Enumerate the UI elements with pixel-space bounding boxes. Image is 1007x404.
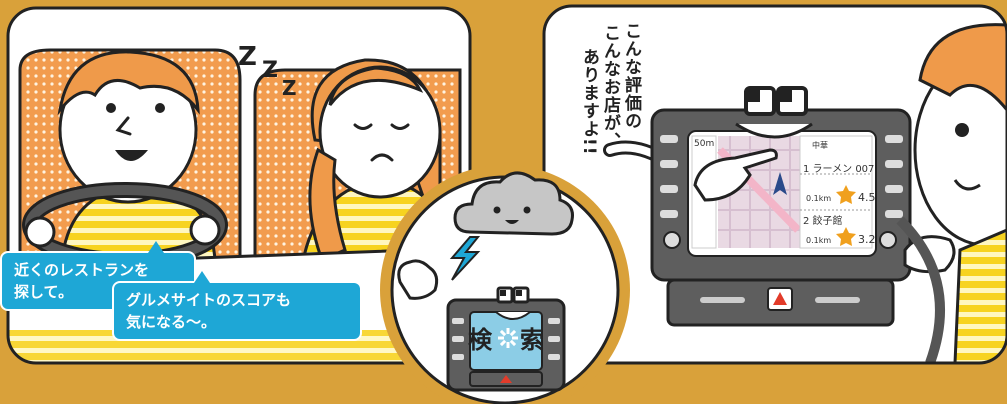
- passenger-speech-bubble: グルメサイトのスコアも 気になる～。: [114, 271, 360, 339]
- star-icon: [836, 227, 856, 246]
- robot-speech-col-1: こんな評価の: [621, 22, 641, 130]
- hazard-icon: [773, 292, 787, 305]
- passenger-speech-line-2: 気になる～。: [126, 313, 217, 331]
- star-icon: [836, 185, 856, 204]
- robot-speech-col-2: こんなお店が、: [600, 24, 620, 150]
- driver-character-closeup: [896, 23, 1007, 363]
- nav-item-2-distance: 0.1km: [806, 236, 832, 245]
- nav-list-header: 中華: [812, 141, 828, 150]
- passenger-speech-line-1: グルメサイトのスコアも: [126, 291, 292, 309]
- waving-hand: [397, 259, 439, 300]
- loading-spinner-icon: [498, 328, 518, 348]
- nav-item-2-score: 3.2: [858, 233, 876, 246]
- robot-speech-col-3: ありますよ!!: [579, 48, 599, 156]
- snore-z-2: Z: [262, 58, 278, 83]
- pointing-hand: [693, 148, 778, 202]
- cloud-character: [453, 171, 574, 236]
- driver-speech-line-1: 近くのレストランを: [14, 261, 150, 279]
- center-circle: [380, 165, 630, 404]
- search-char-2: 索: [520, 326, 544, 354]
- snore-z-1: Z: [238, 42, 257, 72]
- nav-item-1-name: 1 ラーメン 007: [803, 164, 875, 175]
- nav-item-2-name: 2 餃子館: [803, 216, 843, 227]
- driver-speech-line-2: 探して。: [14, 283, 74, 301]
- nav-item-1-score: 4.5: [858, 191, 876, 204]
- map-scale-label: 50m: [694, 139, 715, 149]
- right-panel: [542, 4, 1007, 365]
- snore-z-3: Z: [282, 76, 297, 100]
- lightning-icon: [449, 236, 481, 281]
- search-char-1: 検: [468, 326, 492, 354]
- nav-item-1-distance: 0.1km: [806, 194, 832, 203]
